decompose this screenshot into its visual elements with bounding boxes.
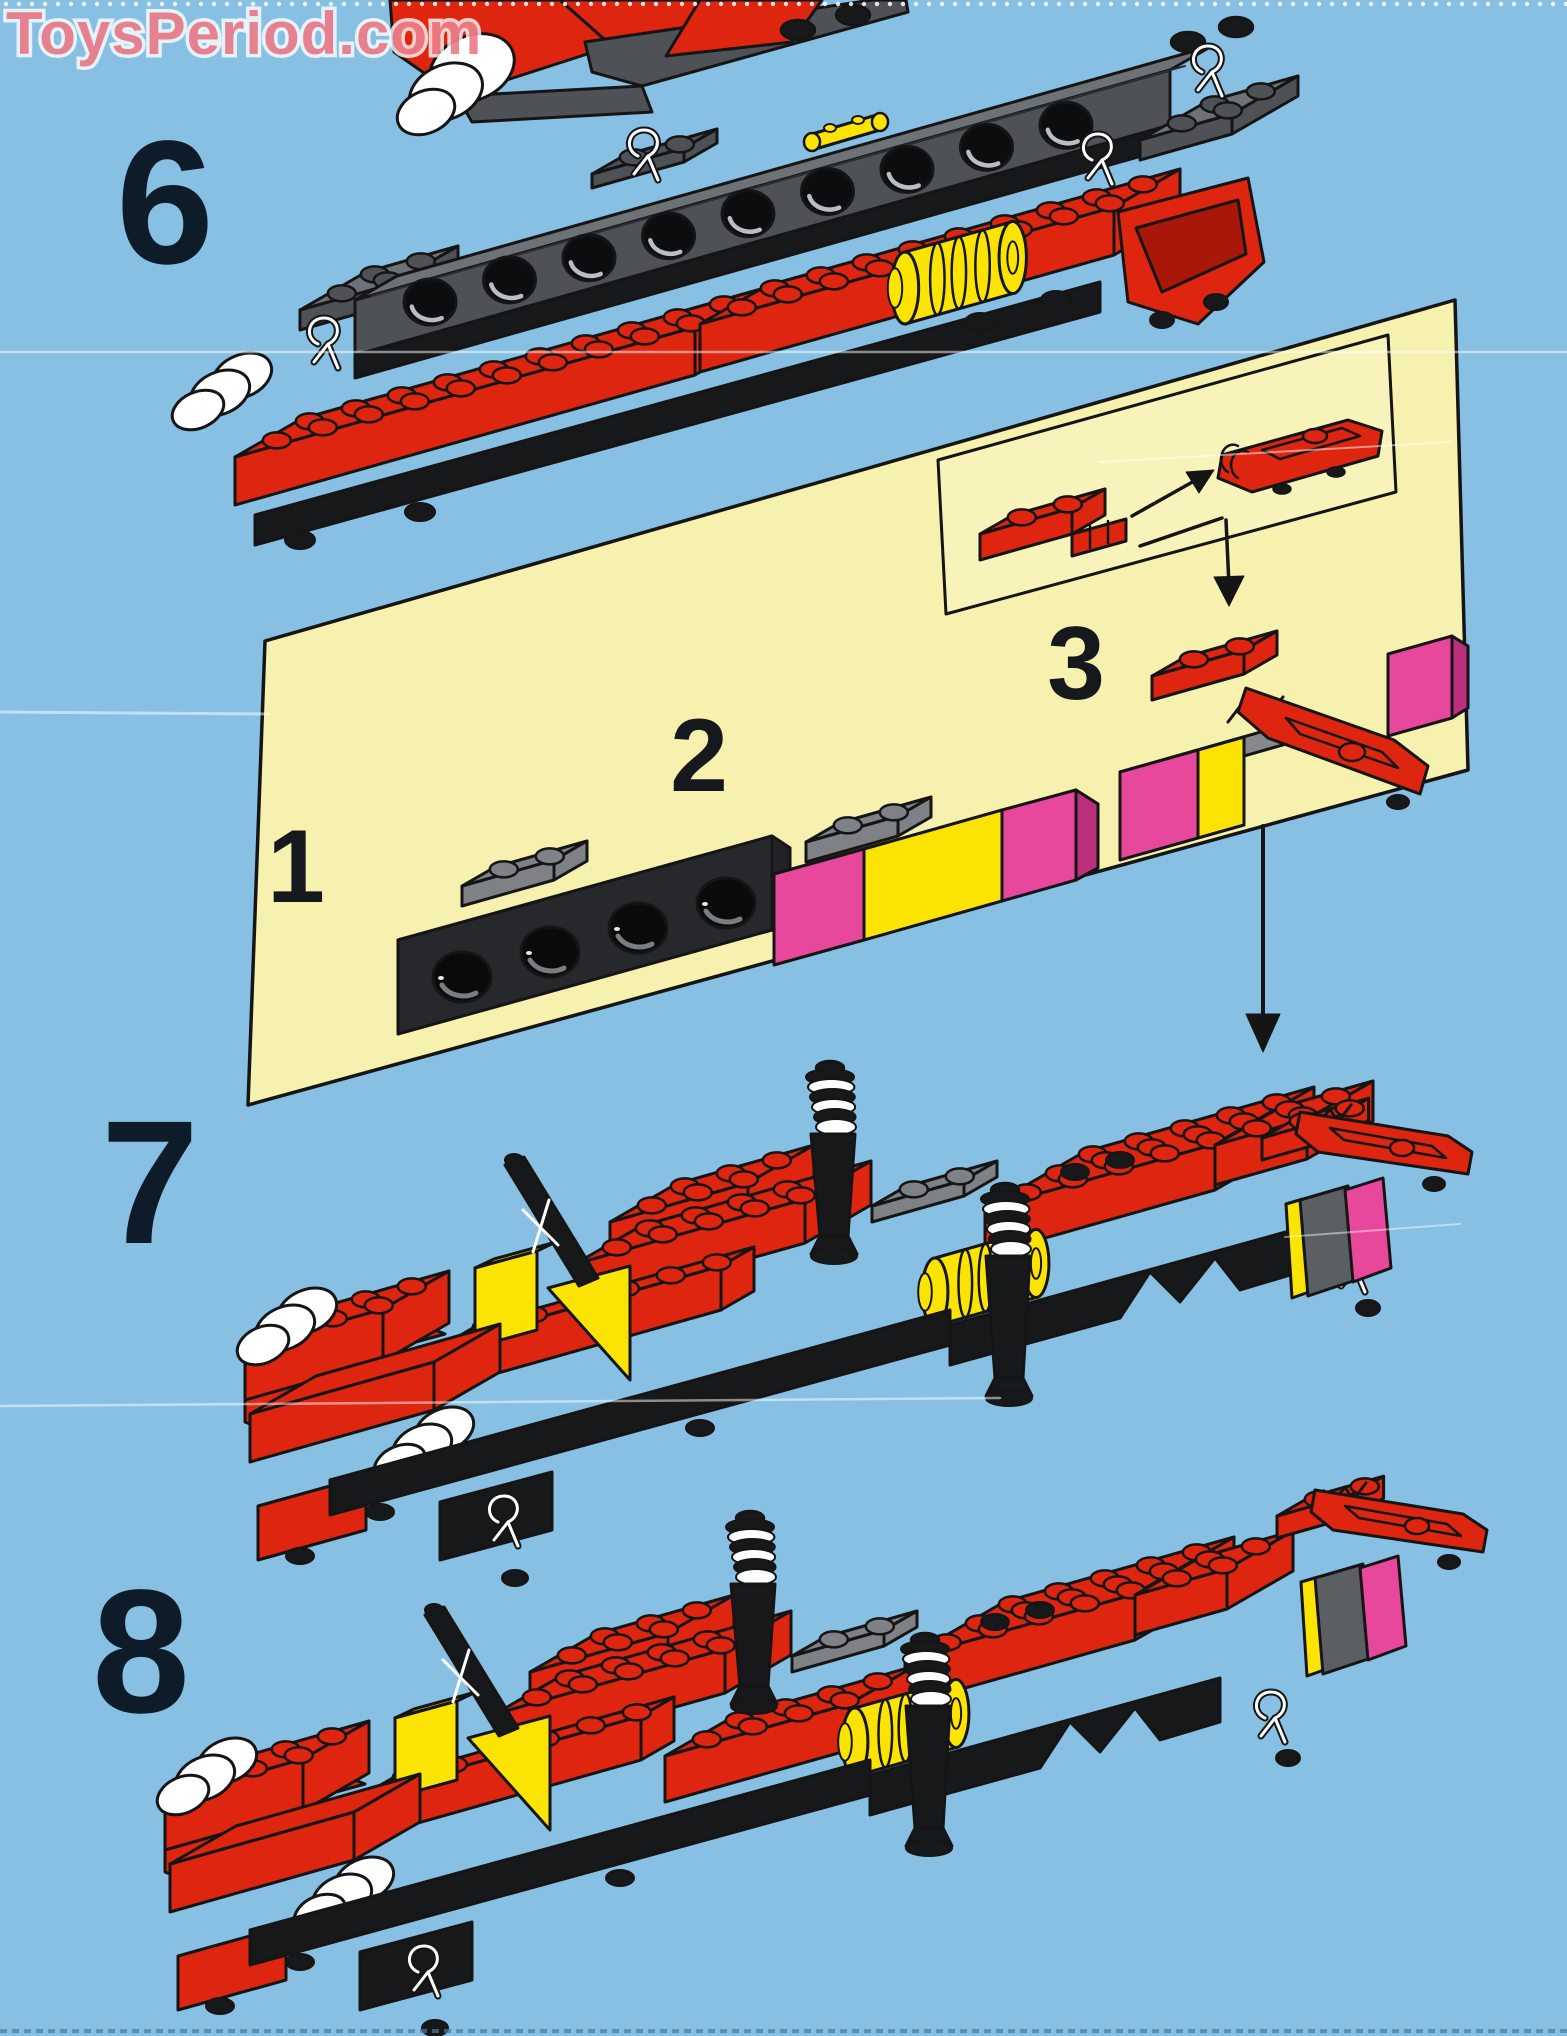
parts-panel [246, 298, 1470, 1107]
step-6-model [170, 15, 1300, 550]
previous-step-model-remnant [388, 0, 910, 137]
black-hose-1 [725, 1509, 779, 1715]
black-hose-2 [900, 1631, 954, 1857]
hinge-howto-inset-box [936, 333, 1398, 616]
technic-beam [353, 44, 1214, 380]
substep-2-part [772, 788, 1100, 967]
red-clip-plate-flipped [1216, 418, 1384, 495]
headlight-upper [235, 1286, 339, 1367]
down-arrow-icon [1138, 516, 1245, 607]
step-8-number: 8 [92, 1554, 190, 1750]
rear-hinge-assembly [1275, 1474, 1489, 1678]
red-hinge-arm [1236, 686, 1430, 810]
headlight-upper [155, 1736, 259, 1817]
substep-2-number: 2 [670, 698, 728, 814]
panel-to-step7-arrow [1245, 824, 1281, 1053]
substep-3-assembly [1118, 629, 1470, 862]
watermark-text: ToysPeriod.com [6, 0, 482, 67]
red-clip-plate [978, 487, 1128, 562]
black-hose-2 [980, 1181, 1034, 1407]
red-bin-piece [1116, 176, 1266, 329]
step-6-number: 6 [116, 105, 214, 301]
substep-1-number: 1 [267, 809, 325, 925]
substep-1-part [396, 834, 792, 1036]
rear-hinge-assembly [1260, 1096, 1474, 1300]
artwork-layer [155, 0, 1489, 2036]
yellow-bar-piece [802, 111, 890, 153]
step-7-model [235, 1059, 1474, 1587]
black-hose-1 [805, 1059, 859, 1265]
yellow-cylinder [886, 220, 1028, 326]
black-lever [503, 1153, 600, 1288]
step-7-number: 7 [101, 1085, 199, 1281]
right-arrow-icon [1130, 469, 1215, 518]
substep-3-number: 3 [1047, 606, 1105, 722]
black-lever [423, 1603, 520, 1738]
step-8-model [155, 1474, 1489, 2036]
